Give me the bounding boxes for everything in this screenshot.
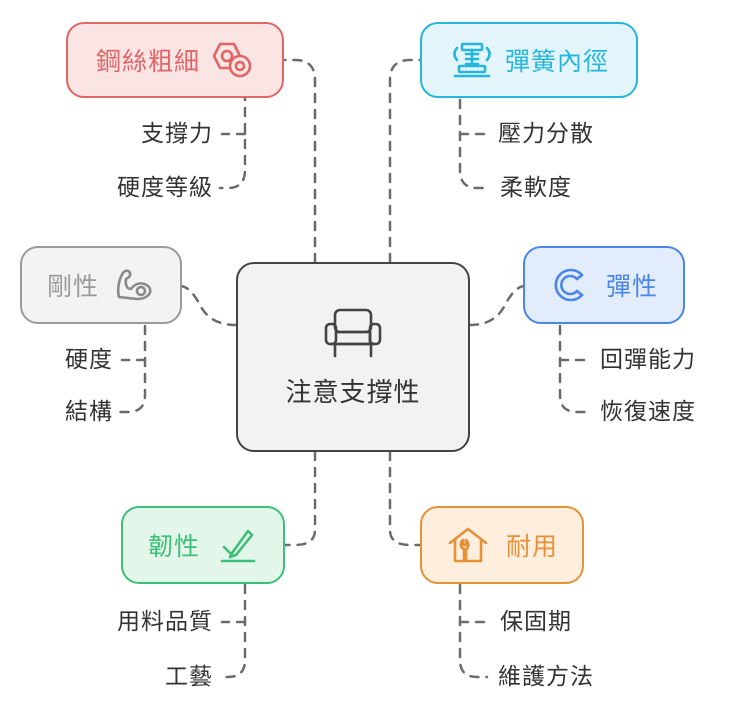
pen-sign-icon — [218, 525, 258, 565]
node-diameter: 彈簧內徑 — [420, 22, 638, 98]
node-steel-label: 鋼絲粗細 — [95, 47, 200, 76]
node-durable-label: 耐用 — [505, 532, 558, 561]
node-tough: 韌性 — [121, 506, 285, 584]
sub-rigid-1: 硬度 — [65, 347, 113, 373]
node-durable: 耐用 — [420, 506, 584, 584]
spring-press-icon — [449, 40, 495, 80]
elastic-c-icon — [550, 266, 588, 304]
sub-tough-2: 工藝 — [165, 664, 213, 690]
flexed-arm-icon — [113, 267, 155, 303]
sub-steel-1: 支撐力 — [141, 121, 213, 147]
node-rigid: 剛性 — [20, 246, 182, 324]
center-label: 注意支撐性 — [285, 377, 421, 408]
sub-elastic-2: 恢復速度 — [600, 399, 696, 425]
sub-diameter-2: 柔軟度 — [500, 175, 572, 201]
sub-tough-1: 用料品質 — [117, 609, 213, 635]
node-diameter-label: 彈簧內徑 — [504, 47, 609, 76]
node-elastic: 彈性 — [523, 246, 685, 324]
sub-diameter-1: 壓力分散 — [498, 121, 594, 147]
house-wrench-icon — [446, 525, 490, 565]
center-node: 注意支撐性 — [236, 262, 470, 452]
node-elastic-label: 彈性 — [605, 272, 658, 301]
sub-rigid-2: 結構 — [65, 399, 113, 425]
armchair-icon — [321, 306, 385, 360]
node-rigid-label: 剛性 — [46, 272, 99, 301]
sub-elastic-1: 回彈能力 — [600, 347, 696, 373]
sub-durable-2: 維護方法 — [498, 664, 594, 690]
nut-bolt-icon — [210, 40, 254, 80]
node-tough-label: 韌性 — [147, 532, 200, 561]
node-steel: 鋼絲粗細 — [66, 22, 284, 98]
sub-durable-1: 保固期 — [500, 609, 572, 635]
sub-steel-2: 硬度等級 — [117, 175, 213, 201]
